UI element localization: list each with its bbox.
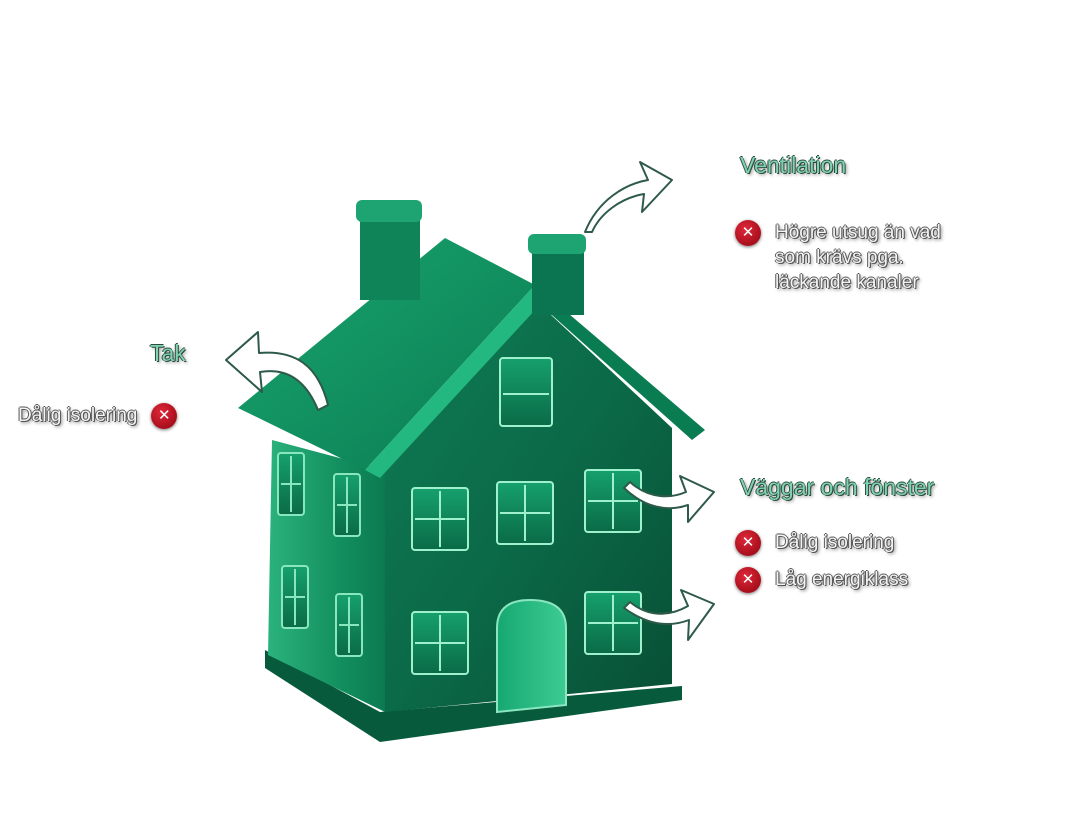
ventilation-arrow	[584, 161, 673, 233]
vaggar-item-2-text: Låg energiklass	[775, 569, 909, 590]
vaggar-item-2: ✕ Låg energiklass	[735, 567, 908, 593]
wall-arrow-lower	[623, 589, 715, 641]
x-circle-icon: ✕	[735, 220, 761, 246]
chimney-right	[528, 234, 586, 315]
x-circle-icon: ✕	[735, 530, 761, 556]
ventilation-heading: Ventilation	[740, 152, 847, 178]
foundation	[265, 650, 682, 742]
tak-item-text: Dålig isolering	[18, 405, 138, 426]
roof-ridge	[365, 285, 548, 478]
chimney-left	[356, 200, 422, 300]
x-circle-icon: ✕	[151, 403, 178, 429]
wall-arrow-upper	[623, 475, 715, 523]
x-circle-icon: ✕	[735, 567, 761, 593]
ventilation-item: ✕ Högre utsug än vad som krävs pga. läck…	[735, 220, 941, 295]
vaggar-heading: Väggar och fönster	[740, 474, 935, 500]
vaggar-item-1-text: Dålig isolering	[775, 532, 895, 553]
vaggar-item-1: ✕ Dålig isolering	[735, 530, 894, 556]
roof-edge	[535, 285, 705, 440]
roof-arrow	[225, 331, 329, 411]
roof-side	[238, 238, 535, 470]
ventilation-item-text: Högre utsug än vad som krävs pga. läckan…	[775, 222, 941, 293]
tak-heading: Tak	[150, 340, 186, 366]
front-window-attic	[499, 357, 553, 427]
front-door	[496, 598, 567, 714]
tak-item: Dålig isolering ✕	[18, 403, 178, 429]
